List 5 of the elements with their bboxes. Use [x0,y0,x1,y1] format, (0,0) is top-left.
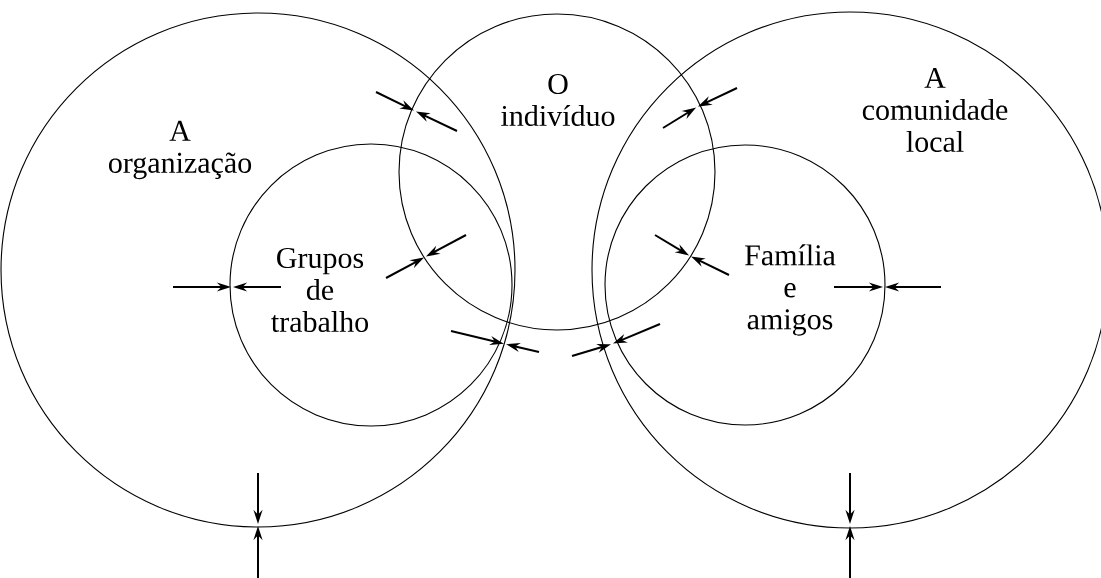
circle-label: A organização [109,120,252,180]
circle-label: O indivíduo [501,73,615,127]
circle-label: A comunidade local [862,67,1008,153]
circle-label: Grupos de trabalho [271,247,369,333]
circle-label: Família e amigos [745,244,836,336]
